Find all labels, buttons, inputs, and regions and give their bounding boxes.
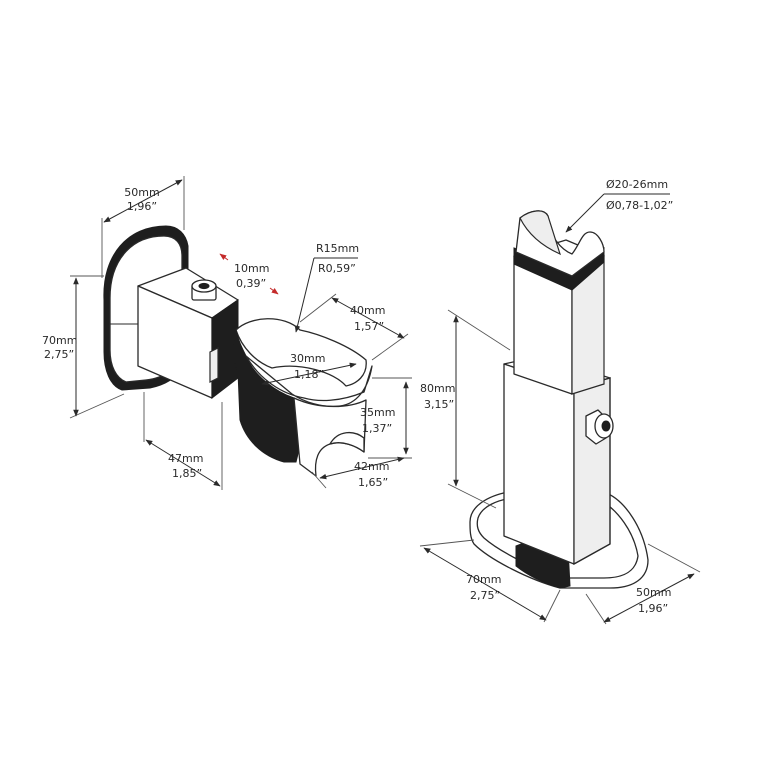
dim-stand-base-length: 70mm 2,75” xyxy=(419,539,561,623)
dim-bracket-clamp-width-inch: 1,65” xyxy=(358,476,388,489)
dim-bracket-top-width-inch: 1,57” xyxy=(354,320,384,333)
dim-bracket-pipe-inch: 1,18” xyxy=(294,368,324,381)
dim-stand-diameter: Ø20-26mm Ø0,78-1,02” xyxy=(565,178,673,233)
pipe-clamp xyxy=(232,318,373,477)
dim-bracket-depth-inch: 1,96” xyxy=(127,200,157,213)
floor-stand-drawing: Ø20-26mm Ø0,78-1,02” 80mm 3,15” 70mm 2,7… xyxy=(419,178,701,625)
dim-bracket-top-width: 40mm 1,57” xyxy=(299,293,409,361)
side-screw xyxy=(585,409,614,445)
dim-bracket-projection-inch: 1,85” xyxy=(172,467,202,480)
arm-block xyxy=(137,267,239,400)
dim-bracket-clamp-height-mm: 35mm xyxy=(360,406,395,419)
dim-bracket-height-inch: 2,75” xyxy=(44,348,74,361)
dim-bracket-projection-mm: 47mm xyxy=(168,452,203,465)
dim-stand-base-length-mm: 70mm xyxy=(466,573,501,586)
dim-bracket-radius: R15mm R0,59” xyxy=(294,242,359,333)
dim-bracket-gap-mm: 10mm xyxy=(234,262,269,275)
dim-bracket-depth: 50mm 1,96” xyxy=(101,176,185,278)
dim-stand-height-mm: 80mm xyxy=(420,382,455,395)
wall-bracket-drawing: 50mm 1,96” 70mm 2,75” 10mm 0,39” R15mm R… xyxy=(42,176,412,490)
dim-bracket-pipe-mm: 30mm xyxy=(290,352,325,365)
dim-bracket-clamp-width: 42mm 1,65” xyxy=(311,456,405,489)
dim-bracket-gap-inch: 0,39” xyxy=(236,277,266,290)
dim-stand-diameter-inch: Ø0,78-1,02” xyxy=(606,199,673,212)
dim-stand-height-inch: 3,15” xyxy=(424,398,454,411)
dim-stand-height: 80mm 3,15” xyxy=(420,309,511,509)
dim-bracket-gap: 10mm 0,39” xyxy=(219,253,279,295)
dim-bracket-top-width-mm: 40mm xyxy=(350,304,385,317)
dim-bracket-clamp-width-mm: 42mm xyxy=(354,460,389,473)
dim-bracket-height-mm: 70mm xyxy=(42,334,77,347)
dim-bracket-radius-mm: R15mm xyxy=(316,242,359,255)
dim-bracket-depth-mm: 50mm xyxy=(124,186,159,199)
dim-bracket-clamp-height: 35mm 1,37” xyxy=(360,377,412,459)
dim-bracket-projection: 47mm 1,85” xyxy=(143,392,223,490)
dim-bracket-pipe: 30mm 1,18” xyxy=(261,352,357,386)
dim-stand-base-width-inch: 1,96” xyxy=(638,602,668,615)
dim-stand-base-width-mm: 50mm xyxy=(636,586,671,599)
dim-bracket-clamp-height-inch: 1,37” xyxy=(362,422,392,435)
saddle-cradle xyxy=(515,210,605,277)
dim-bracket-radius-inch: R0,59” xyxy=(318,262,356,275)
dim-bracket-height: 70mm 2,75” xyxy=(42,275,125,419)
dim-stand-diameter-mm: Ø20-26mm xyxy=(606,178,668,191)
dim-stand-base-width: 50mm 1,96” xyxy=(585,543,701,625)
dim-stand-base-length-inch: 2,75” xyxy=(470,589,500,602)
set-screw xyxy=(191,279,217,301)
